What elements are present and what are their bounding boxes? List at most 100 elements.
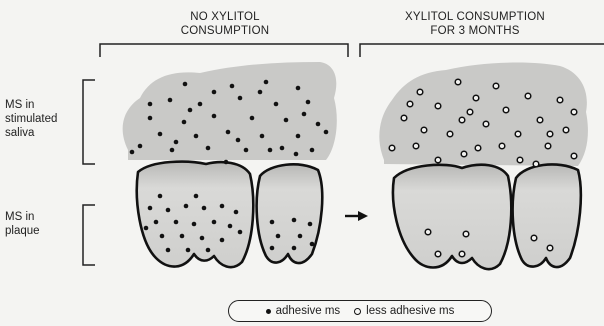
right-header-line-2: FOR 3 MONTHS: [390, 24, 560, 38]
right-saliva-less-adhesive-bacterium: [435, 103, 441, 109]
legend-less-adhesive-label: less adhesive ms: [366, 305, 454, 317]
saliva-label-line-2: stimulated: [5, 112, 75, 126]
left-saliva-adhesive-bacterium: [244, 148, 249, 153]
left-plaque-adhesive-bacterium: [292, 246, 297, 251]
left-plaque-adhesive-bacterium: [144, 226, 149, 231]
left-plaque-adhesive-bacterium: [308, 222, 313, 227]
right-saliva-less-adhesive-bacterium: [547, 131, 553, 137]
saliva-row-bracket: [83, 80, 95, 164]
left-plaque-adhesive-bacterium: [184, 204, 189, 209]
right-saliva-less-adhesive-bacterium: [461, 151, 467, 157]
left-saliva-adhesive-bacterium: [206, 146, 211, 151]
left-saliva-adhesive-bacterium: [158, 132, 163, 137]
legend-adhesive-label: adhesive ms: [276, 305, 341, 317]
right-header-line-1: XYLITOL CONSUMPTION: [390, 10, 560, 24]
left-plaque-adhesive-bacterium: [200, 236, 205, 241]
left-plaque-adhesive-bacterium: [220, 238, 225, 243]
right-plaque-less-adhesive-bacterium: [547, 245, 553, 251]
right-saliva-less-adhesive-bacterium: [545, 143, 551, 149]
left-saliva-adhesive-bacterium: [250, 116, 255, 121]
left-plaque-adhesive-bacterium: [238, 230, 243, 235]
right-plaque-less-adhesive-bacterium: [531, 235, 537, 241]
right-saliva-less-adhesive-bacterium: [413, 143, 419, 149]
left-saliva-adhesive-bacterium: [130, 150, 135, 155]
right-saliva-less-adhesive-bacterium: [503, 107, 509, 113]
left-plaque-adhesive-bacterium: [148, 206, 153, 211]
right-saliva-less-adhesive-bacterium: [389, 145, 395, 151]
left-saliva-adhesive-bacterium: [224, 160, 229, 165]
right-plaque-less-adhesive-bacterium: [435, 251, 441, 257]
right-saliva-less-adhesive-bacterium: [459, 117, 465, 123]
right-saliva-blob: [379, 63, 588, 166]
left-plaque-adhesive-bacterium: [310, 242, 315, 247]
left-saliva-adhesive-bacterium: [284, 118, 289, 123]
left-saliva-adhesive-bacterium: [302, 112, 307, 117]
plaque-label-line-1: MS in: [5, 210, 75, 224]
saliva-label-line-3: saliva: [5, 126, 75, 140]
right-saliva-less-adhesive-bacterium: [533, 161, 539, 167]
right-plaque-less-adhesive-bacterium: [459, 251, 465, 257]
left-plaque-adhesive-bacterium: [298, 234, 303, 239]
left-saliva-adhesive-bacterium: [138, 144, 143, 149]
right-saliva-less-adhesive-bacterium: [407, 101, 413, 107]
left-plaque-adhesive-bacterium: [166, 208, 171, 213]
right-saliva-less-adhesive-bacterium: [537, 117, 543, 123]
left-plaque-adhesive-bacterium: [174, 220, 179, 225]
left-plaque-adhesive-bacterium: [154, 220, 159, 225]
left-saliva-adhesive-bacterium: [306, 100, 311, 105]
right-saliva-less-adhesive-bacterium: [475, 145, 481, 151]
left-plaque-adhesive-bacterium: [234, 210, 239, 215]
right-header-bracket: [360, 44, 604, 57]
left-saliva-blob: [123, 62, 337, 160]
left-plaque-adhesive-bacterium: [192, 222, 197, 227]
left-plaque-adhesive-bacterium: [276, 234, 281, 239]
saliva-row-label: MS in stimulated saliva: [5, 98, 75, 140]
saliva-label-line-1: MS in: [5, 98, 75, 112]
right-small-tooth: [513, 164, 581, 267]
left-header-line-1: NO XYLITOL: [150, 10, 300, 24]
plaque-label-line-2: plaque: [5, 224, 75, 238]
left-saliva-adhesive-bacterium: [238, 96, 243, 101]
left-plaque-adhesive-bacterium: [158, 194, 163, 199]
left-plaque-adhesive-bacterium: [212, 220, 217, 225]
left-plaque-adhesive-bacterium: [166, 248, 171, 253]
right-saliva-less-adhesive-bacterium: [563, 127, 569, 133]
right-saliva-less-adhesive-bacterium: [417, 89, 423, 95]
right-plaque-less-adhesive-bacterium: [463, 231, 469, 237]
left-small-tooth: [257, 164, 323, 263]
left-plaque-adhesive-bacterium: [228, 224, 233, 229]
right-saliva-less-adhesive-bacterium: [401, 115, 407, 121]
left-saliva-adhesive-bacterium: [280, 146, 285, 151]
left-panel: [123, 62, 337, 267]
right-saliva-less-adhesive-bacterium: [435, 157, 441, 163]
left-saliva-adhesive-bacterium: [274, 102, 279, 107]
left-saliva-adhesive-bacterium: [182, 120, 187, 125]
plaque-row-bracket: [83, 205, 95, 265]
left-saliva-adhesive-bacterium: [148, 116, 153, 121]
right-big-tooth: [393, 165, 511, 269]
right-saliva-less-adhesive-bacterium: [499, 143, 505, 149]
left-saliva-adhesive-bacterium: [230, 84, 235, 89]
legend-item-adhesive: adhesive ms: [266, 305, 341, 317]
left-saliva-adhesive-bacterium: [148, 102, 153, 107]
transition-arrow: [345, 211, 368, 221]
left-saliva-adhesive-bacterium: [258, 90, 263, 95]
right-panel-header: XYLITOL CONSUMPTION FOR 3 MONTHS: [390, 10, 560, 38]
left-saliva-adhesive-bacterium: [236, 138, 241, 143]
right-plaque-less-adhesive-bacterium: [425, 229, 431, 235]
left-saliva-adhesive-bacterium: [268, 148, 273, 153]
right-saliva-less-adhesive-bacterium: [473, 95, 479, 101]
left-saliva-adhesive-bacterium: [296, 86, 301, 91]
left-saliva-adhesive-bacterium: [324, 130, 329, 135]
solid-dot-icon: [266, 309, 271, 314]
left-saliva-adhesive-bacterium: [294, 152, 299, 157]
left-saliva-adhesive-bacterium: [170, 148, 175, 153]
right-saliva-less-adhesive-bacterium: [517, 157, 523, 163]
left-saliva-adhesive-bacterium: [183, 82, 188, 87]
left-saliva-adhesive-bacterium: [194, 134, 199, 139]
left-plaque-adhesive-bacterium: [270, 220, 275, 225]
left-header-bracket: [100, 44, 348, 57]
right-saliva-less-adhesive-bacterium: [455, 79, 461, 85]
right-saliva-less-adhesive-bacterium: [571, 109, 577, 115]
